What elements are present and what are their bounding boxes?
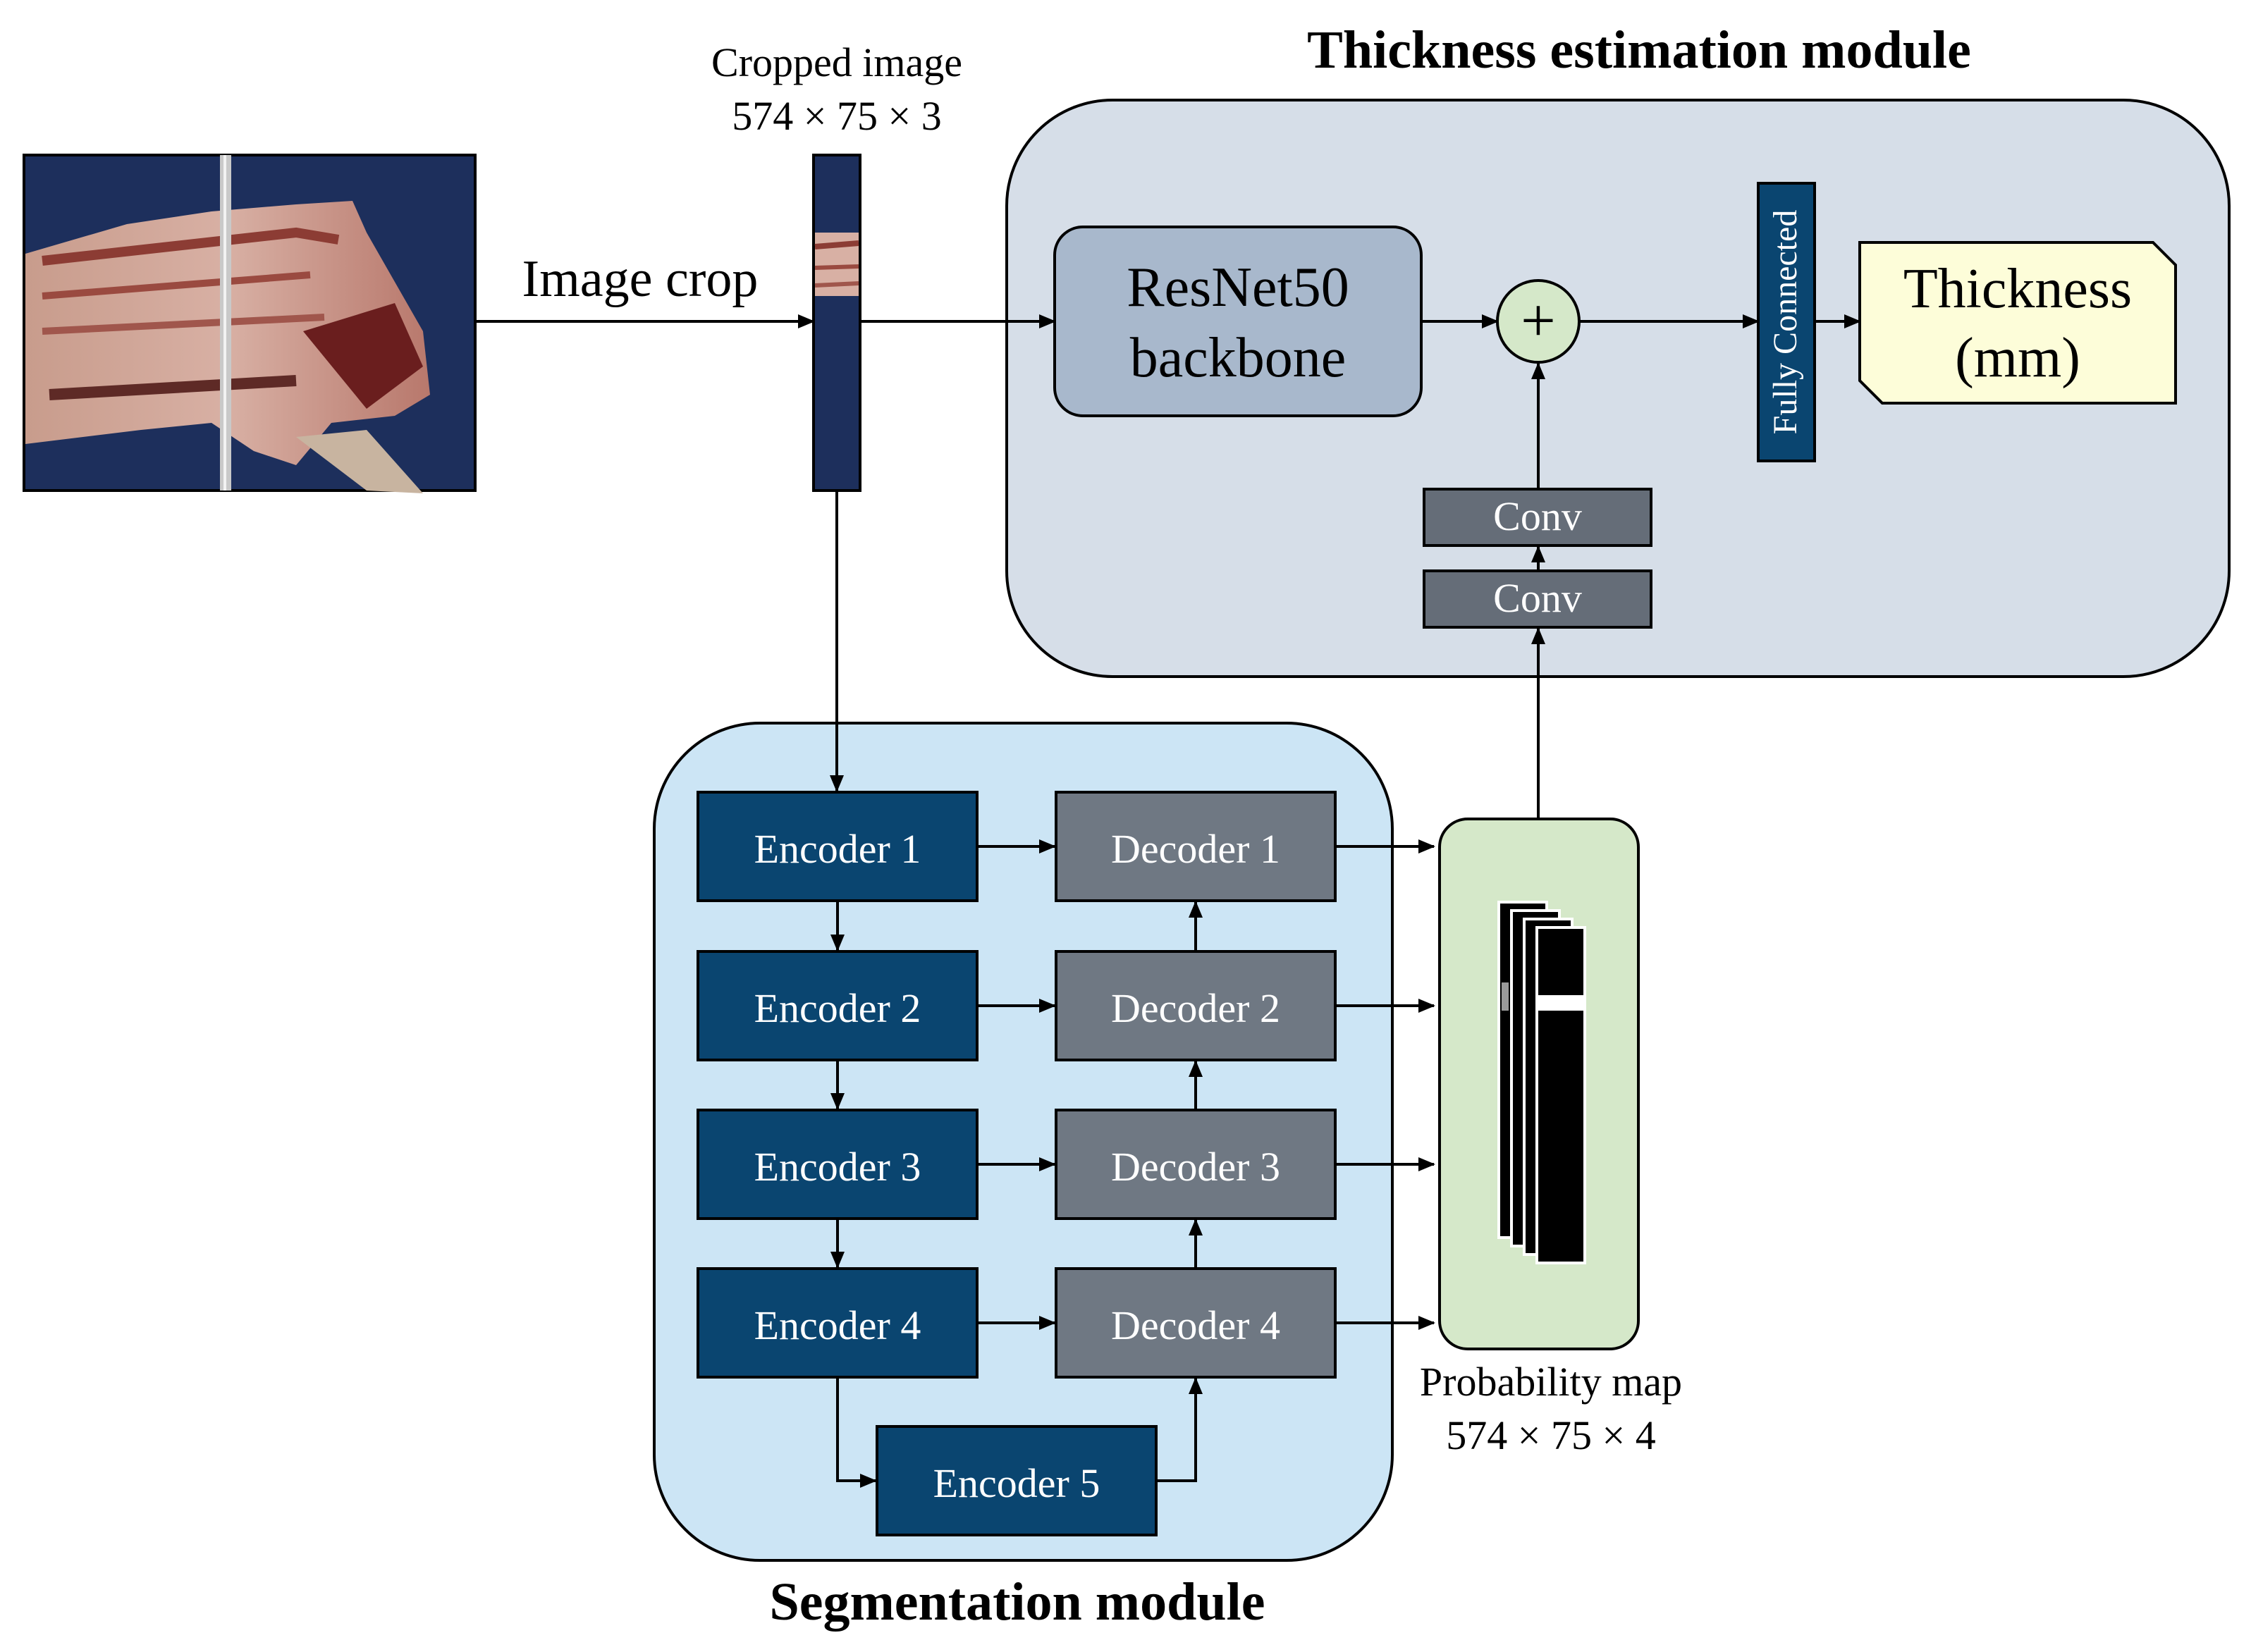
encoder-5-label: Encoder 5 [933, 1460, 1100, 1506]
conv-label-upper: Conv [1493, 493, 1582, 539]
resnet-backbone-label-2: backbone [1130, 327, 1347, 389]
add-symbol: + [1521, 287, 1556, 355]
cropped-image-title: Cropped image [711, 39, 962, 85]
encoder-5: Encoder 5 [876, 1425, 1158, 1536]
input-photo [23, 154, 477, 493]
decoder-2-label: Decoder 2 [1111, 985, 1280, 1031]
image-crop-label: Image crop [522, 250, 759, 308]
enc5-to-dec4-arrow [1156, 1377, 1203, 1482]
encoder-2-label: Encoder 2 [754, 985, 921, 1031]
encoder-4-label: Encoder 4 [754, 1302, 921, 1348]
decoder-3: Decoder 3 [1055, 1109, 1337, 1220]
conv-block-lower [1423, 569, 1652, 629]
decoder-4: Decoder 4 [1055, 1267, 1337, 1379]
probability-map-dims: 574 × 75 × 4 [1446, 1412, 1655, 1458]
encoder-3-label: Encoder 3 [754, 1144, 921, 1190]
encoder-1-label: Encoder 1 [754, 826, 921, 872]
thickness-output-label-1: Thickness [1903, 258, 2132, 320]
thickness-output-label-2: (mm) [1955, 327, 2080, 389]
encoder-4: Encoder 4 [697, 1267, 979, 1379]
decoder-1-label: Decoder 1 [1111, 826, 1280, 872]
decoder-1: Decoder 1 [1055, 791, 1337, 902]
enc4-to-enc5-arrow [836, 1377, 877, 1488]
decoder-4-label: Decoder 4 [1111, 1302, 1280, 1348]
thickness-module-title: Thickness estimation module [1307, 20, 1971, 80]
segmentation-module-title: Segmentation module [770, 1572, 1265, 1632]
thickness-output-block [1858, 241, 2177, 405]
probability-map-stack [1497, 901, 1586, 1264]
cropped-image [812, 154, 861, 492]
cropped-image-dims: 574 × 75 × 3 [732, 93, 941, 139]
encoder-1: Encoder 1 [697, 791, 979, 902]
encoder-2: Encoder 2 [697, 950, 979, 1061]
decoder-2: Decoder 2 [1055, 950, 1337, 1061]
encoder-3: Encoder 3 [697, 1109, 979, 1220]
conv-label-lower: Conv [1493, 575, 1582, 621]
fully-connected-block [1757, 182, 1816, 462]
fully-connected-label: Fully Connected [1767, 210, 1804, 435]
decoder-3-label: Decoder 3 [1111, 1144, 1280, 1190]
probability-map-title: Probability map [1420, 1359, 1682, 1405]
resnet-backbone-label-1: ResNet50 [1127, 257, 1349, 319]
